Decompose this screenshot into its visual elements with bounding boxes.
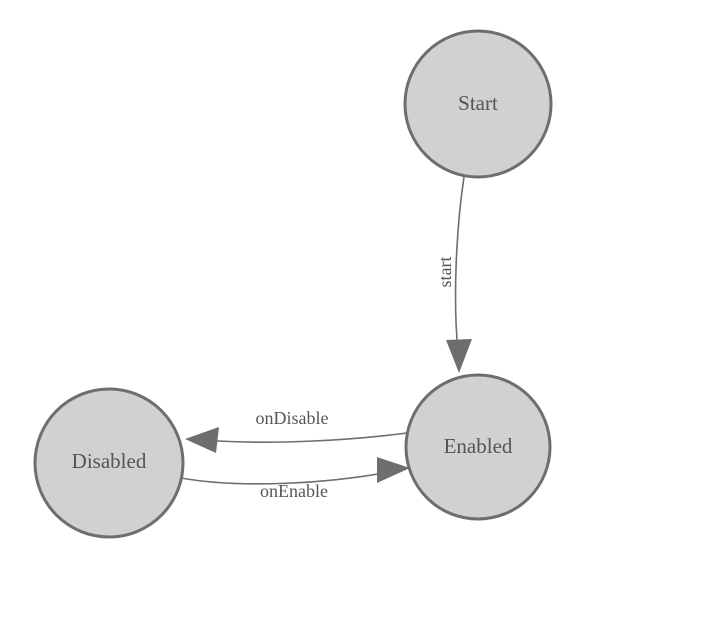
node-enabled[interactable]: Enabled bbox=[404, 373, 552, 521]
edge-disabled-to-enabled-arrowhead bbox=[377, 457, 410, 483]
node-start-circle bbox=[403, 29, 553, 179]
node-enabled-circle bbox=[404, 373, 552, 521]
edge-disabled-to-enabled-path bbox=[180, 471, 390, 485]
edge-enabled-to-disabled[interactable]: onDisable bbox=[185, 408, 415, 453]
node-start[interactable]: Start bbox=[403, 29, 553, 179]
node-enabled-label: Enabled bbox=[444, 434, 513, 458]
node-disabled-label: Disabled bbox=[72, 449, 147, 473]
node-disabled-circle bbox=[33, 387, 185, 539]
edge-enabled-to-disabled-arrowhead bbox=[185, 427, 219, 453]
edge-start-to-enabled-path bbox=[454, 176, 465, 353]
edge-label-onenable: onEnable bbox=[260, 481, 328, 501]
edge-enabled-to-disabled-path bbox=[204, 431, 415, 443]
edge-label-start: start bbox=[435, 257, 455, 288]
edge-start-to-enabled-arrowhead bbox=[446, 339, 472, 373]
node-start-label: Start bbox=[458, 91, 498, 115]
edge-label-ondisable: onDisable bbox=[256, 408, 329, 428]
edge-start-to-enabled[interactable]: start bbox=[435, 176, 472, 373]
edge-disabled-to-enabled[interactable]: onEnable bbox=[180, 457, 410, 501]
node-disabled[interactable]: Disabled bbox=[33, 387, 185, 539]
